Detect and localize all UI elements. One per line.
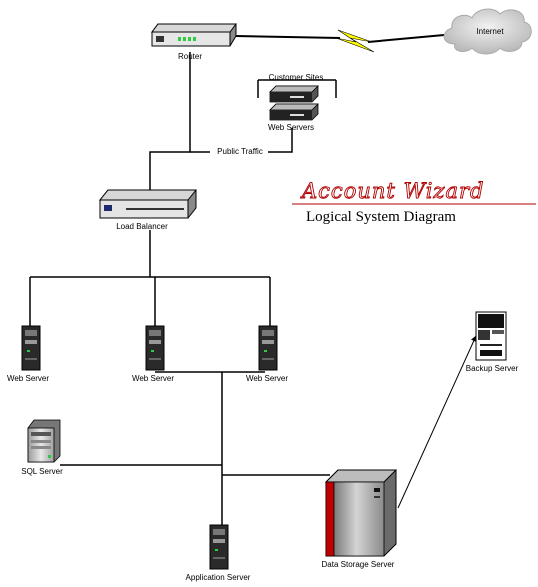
application-server-label: Application Server (186, 573, 251, 582)
web-server-2[interactable]: Web Server (132, 325, 174, 383)
wan-link (235, 29, 456, 53)
web-server-1[interactable]: Web Server (7, 325, 49, 383)
load-balancer-label: Load Balancer (116, 222, 168, 231)
data-storage-server-label: Data Storage Server (322, 560, 395, 569)
web-server-3[interactable]: Web Server (246, 325, 288, 383)
router[interactable]: Router (151, 23, 237, 61)
diagram-subtitle: Logical System Diagram (306, 209, 456, 225)
connection-lines (29, 52, 337, 525)
load-balancer[interactable]: Load Balancer (98, 189, 198, 231)
sql-server-label: SQL Server (21, 467, 63, 476)
brand-logo-text: Account Wizard (300, 179, 485, 203)
customer-server-bottom (269, 103, 319, 121)
router-status-lights (178, 37, 196, 41)
web-server-1-label: Web Server (7, 374, 49, 383)
backup-server-label: Backup Server (466, 364, 519, 373)
public-traffic-label: Public Traffic (217, 147, 263, 156)
application-server[interactable]: Application Server (186, 524, 251, 582)
brand-block: Account Wizard Logical System Diagram (292, 179, 536, 225)
lightning-icon (335, 29, 375, 53)
web-server-3-label: Web Server (246, 374, 288, 383)
sql-server[interactable]: SQL Server (21, 419, 63, 476)
customer-web-servers[interactable]: Customer Sites Web Servers (268, 73, 323, 132)
data-storage-server[interactable]: Data Storage Server (322, 469, 398, 569)
customer-server-top (269, 85, 319, 103)
backup-server[interactable]: Backup Server (466, 311, 519, 373)
internet-label: Internet (476, 27, 504, 36)
web-servers-label: Web Servers (268, 123, 314, 132)
public-traffic-bg (210, 146, 268, 157)
line-storage-to-backup (397, 335, 477, 509)
line-customer-bracket (257, 79, 337, 98)
web-server-2-label: Web Server (132, 374, 174, 383)
internet-cloud[interactable]: Internet (443, 8, 532, 55)
line-router-to-loadbalancer (149, 52, 191, 190)
router-label: Router (178, 52, 202, 61)
customer-sites-label: Customer Sites (269, 73, 324, 82)
cloud-icon (443, 8, 532, 55)
